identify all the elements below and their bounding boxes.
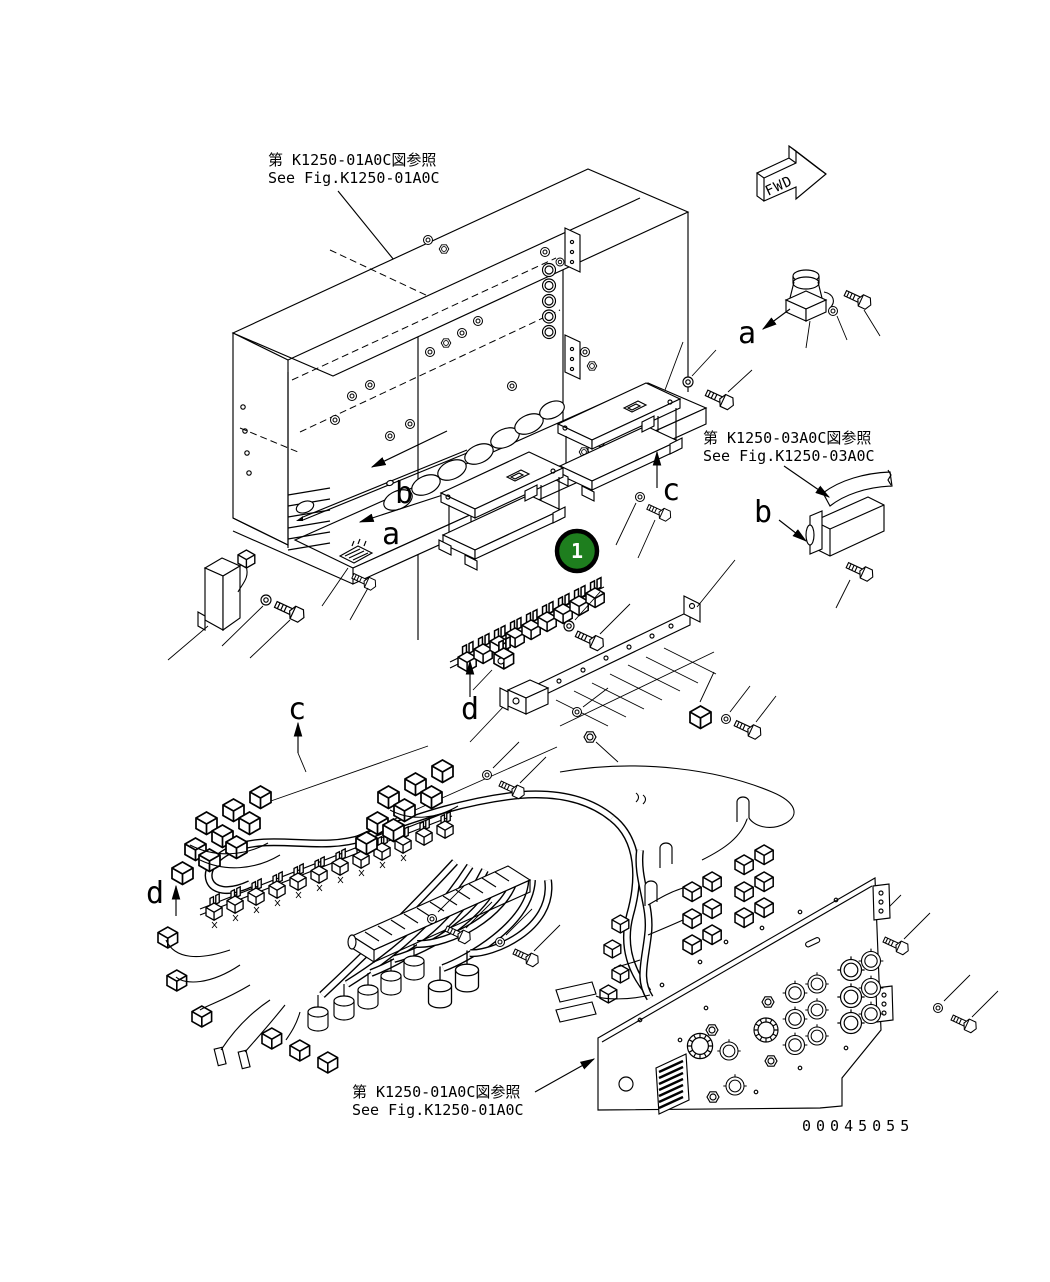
rod bbox=[296, 449, 468, 521]
rail-side-fasteners bbox=[689, 671, 777, 742]
view-arrow-b-cabinet: b bbox=[370, 430, 448, 511]
view-arrow-c-middle: c bbox=[652, 450, 680, 508]
connector-panel bbox=[534, 877, 894, 1115]
harness-fasteners bbox=[426, 741, 561, 969]
view-arrow-a-upper-right: a bbox=[738, 308, 791, 351]
louver bbox=[287, 487, 331, 551]
grommet-column bbox=[541, 262, 557, 340]
view-arrow-d-lower: d bbox=[146, 876, 181, 916]
ref-top-jp: 第 K1250-01A0C図参照 bbox=[268, 151, 436, 169]
resistor-part bbox=[321, 538, 379, 621]
terminal-part bbox=[784, 269, 881, 349]
cable-holes bbox=[383, 400, 565, 511]
wire-harness-right bbox=[555, 765, 999, 1035]
view-label-a-cabinet: a bbox=[382, 517, 400, 552]
loose-connectors bbox=[157, 926, 339, 1074]
mounting-rail bbox=[469, 559, 736, 763]
view-arrow-a-cabinet: a bbox=[358, 491, 453, 552]
box-fasteners-bottom bbox=[615, 491, 674, 559]
connector-cluster-1 bbox=[171, 785, 281, 886]
ref-right-en: See Fig.K1250-03A0C bbox=[703, 447, 875, 465]
ref-right-jp: 第 K1250-03A0C図参照 bbox=[703, 429, 871, 447]
wire-harness-left bbox=[157, 745, 652, 1074]
ref-bottom-en: See Fig.K1250-01A0C bbox=[352, 1101, 524, 1119]
fwd-arrow: FWD bbox=[755, 144, 827, 202]
ref-right-arrow bbox=[783, 465, 831, 498]
view-arrow-d-middle: d bbox=[461, 659, 479, 727]
panel-sockets bbox=[618, 948, 884, 1103]
view-label-d-lower: d bbox=[146, 876, 164, 911]
view-label-a-upper-right: a bbox=[738, 316, 756, 351]
relay-with-bracket bbox=[167, 549, 308, 661]
ref-right: 第 K1250-03A0C図参照 See Fig.K1250-03A0C bbox=[703, 429, 875, 465]
controller-box-b bbox=[555, 341, 684, 502]
ref-bottom-jp: 第 K1250-01A0C図参照 bbox=[352, 1083, 520, 1101]
ref-bottom: 第 K1250-01A0C図参照 See Fig.K1250-01A0C bbox=[352, 1083, 524, 1119]
box-fasteners-top bbox=[682, 349, 753, 412]
panel-label-plate bbox=[655, 1053, 690, 1115]
view-label-b-cabinet: b bbox=[395, 476, 413, 511]
connector-column-left bbox=[599, 914, 630, 1004]
ref-top: 第 K1250-01A0C図参照 See Fig.K1250-01A0C bbox=[268, 151, 440, 187]
view-label-c-lower: c bbox=[288, 692, 306, 727]
view-arrow-b-right: b bbox=[754, 495, 807, 542]
ref-top-en: See Fig.K1250-01A0C bbox=[268, 169, 440, 187]
view-label-c-middle: c bbox=[662, 473, 680, 508]
relay-strip bbox=[449, 576, 605, 673]
single-relay bbox=[472, 635, 515, 691]
part-callout-1[interactable]: 1 bbox=[554, 528, 600, 574]
view-arrow-c-lower: c bbox=[288, 692, 307, 773]
connector-cluster-2 bbox=[355, 759, 459, 856]
view-label-d-middle: d bbox=[461, 692, 479, 727]
panel-holes bbox=[637, 897, 849, 1095]
callout-number: 1 bbox=[571, 539, 583, 563]
strip-fasteners bbox=[563, 591, 631, 653]
view-label-b-right: b bbox=[754, 495, 772, 530]
relay-grid-right bbox=[682, 844, 774, 956]
doc-number: 00045055 bbox=[802, 1117, 914, 1135]
